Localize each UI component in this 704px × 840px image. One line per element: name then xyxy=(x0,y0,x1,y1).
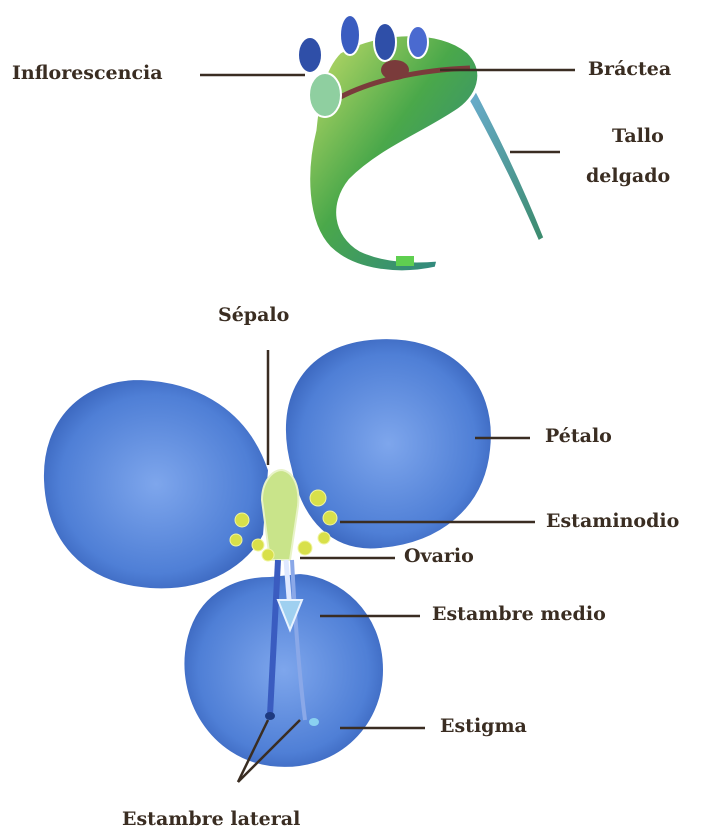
stigma-tip xyxy=(309,718,319,726)
petal-left xyxy=(42,378,270,590)
label-petalo: Pétalo xyxy=(545,425,612,448)
label-bractea: Bráctea xyxy=(588,58,671,81)
label-tallo-line1: Tallo xyxy=(612,125,664,148)
sepal-shape xyxy=(262,470,298,560)
label-estigma: Estigma xyxy=(440,715,527,738)
label-sepalo: Sépalo xyxy=(218,304,289,327)
label-estambre-medio: Estambre medio xyxy=(432,603,606,626)
bract-group xyxy=(298,15,545,272)
petal-right xyxy=(284,337,493,550)
label-tallo-line2: delgado xyxy=(586,165,670,188)
stem-shape xyxy=(460,78,545,242)
label-estaminodio: Estaminodio xyxy=(546,510,679,533)
label-ovario: Ovario xyxy=(404,545,474,568)
stem-node xyxy=(396,256,414,266)
label-estambre-lateral: Estambre lateral xyxy=(122,808,300,831)
lateral-anther xyxy=(265,712,275,720)
label-inflorescencia: Inflorescencia xyxy=(12,62,163,85)
